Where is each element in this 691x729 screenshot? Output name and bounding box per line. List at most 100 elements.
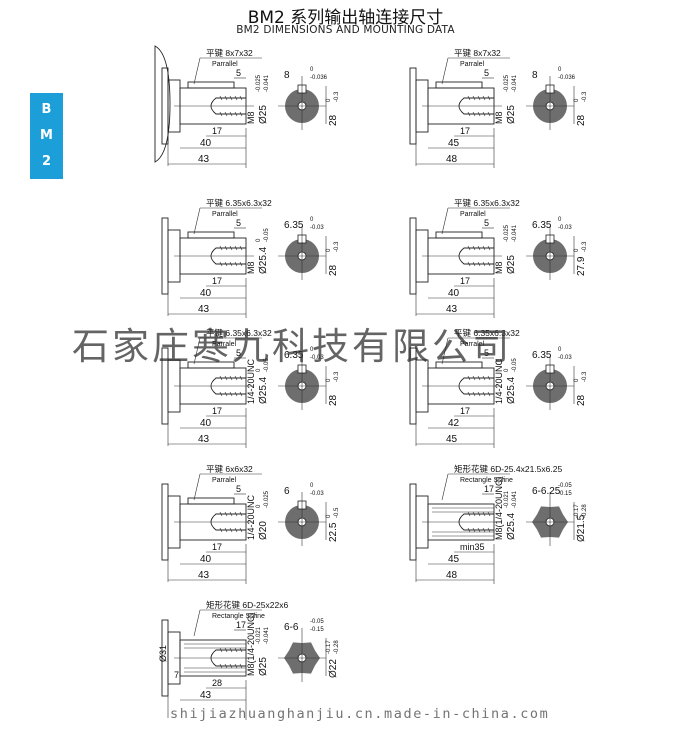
drawing-line	[239, 527, 243, 533]
key-spec-label: 平键 6.35x6.3x32	[206, 328, 272, 338]
mounting-flange	[161, 483, 169, 561]
drawing-line	[219, 663, 223, 669]
diameter-tolerance-top: -0.021	[256, 626, 262, 644]
drawing-line	[487, 375, 491, 381]
drawing-line	[482, 511, 486, 517]
depth-tolerance-top: 0	[326, 378, 332, 382]
diameter-tolerance-bottom: -0.041	[512, 490, 518, 508]
key-type-label: Parrallel	[212, 61, 238, 68]
mounting-flange	[409, 67, 417, 145]
side-tab-letter: M	[40, 128, 53, 143]
drawing-line	[477, 375, 481, 381]
shaft-length-dim: 45	[448, 554, 460, 565]
shaft-diameter-dim: Ø25.4	[506, 376, 517, 404]
drawing-line	[234, 511, 238, 517]
drawing-line	[239, 511, 243, 517]
drawing-line	[234, 245, 238, 251]
thread-hole-label: M8	[246, 261, 256, 274]
shaft-diameter-dim: Ø25.4	[258, 246, 269, 274]
drawing-line	[467, 111, 471, 117]
depth-tolerance-top: -0.17	[326, 640, 332, 654]
drawing-line	[239, 95, 243, 101]
drawing-line	[239, 245, 243, 251]
drawing-line	[467, 391, 471, 397]
thread-depth-dim: min35	[460, 542, 485, 552]
mounting-flange	[161, 67, 169, 145]
drawing-line	[239, 375, 243, 381]
thread-hole-label: M8(1/4-20UNC)	[246, 612, 256, 676]
drawing-line	[224, 663, 228, 669]
thread-hole-label: 1/4-20UNC	[494, 358, 504, 404]
depth-tolerance-top: 0	[326, 98, 332, 102]
shaft-key	[435, 231, 483, 239]
diameter-tolerance-top: -0.025	[504, 74, 510, 92]
width-tolerance-top: 0	[310, 483, 314, 489]
drawing-line	[467, 511, 471, 517]
drawing-line	[239, 111, 243, 117]
overall-length-dim: 45	[446, 434, 458, 445]
shaft-depth-dim: 28	[328, 394, 339, 406]
width-tolerance-bottom: -0.036	[310, 75, 328, 81]
key-offset-dim: 5	[236, 348, 241, 358]
mounting-flange	[409, 217, 417, 295]
overall-length-dim: 43	[198, 570, 210, 581]
drawing-line	[487, 527, 491, 533]
key-width-dim: 6.35	[532, 350, 552, 361]
drawing-line	[229, 527, 233, 533]
diameter-tolerance-bottom: -0.041	[512, 224, 518, 242]
depth-tolerance-top: 0	[326, 248, 332, 252]
diameter-tolerance-bottom: -0.05	[512, 358, 518, 372]
key-spec-label: 平键 6.35x6.3x32	[454, 328, 520, 338]
diameter-tolerance-bottom: -0.041	[264, 626, 270, 644]
drawing-line	[219, 647, 223, 653]
depth-tolerance-bottom: -0.28	[582, 504, 588, 518]
shaft-length-dim: 40	[200, 138, 212, 149]
width-tolerance-top: -0.05	[558, 483, 572, 489]
drawing-line	[482, 391, 486, 397]
small-offset-dim: 7	[174, 670, 179, 680]
drawing-line	[219, 375, 223, 381]
key-offset-dim: 5	[236, 484, 241, 494]
drawing-line	[239, 647, 243, 653]
shaft-length-dim: 45	[448, 138, 460, 149]
key-offset-dim: 5	[236, 68, 241, 78]
depth-tolerance-bottom: -0.3	[334, 91, 340, 102]
key-spec-label: 平键 6.35x6.3x32	[206, 198, 272, 208]
drawing-line	[239, 663, 243, 669]
diameter-tolerance-bottom: -0.041	[264, 74, 270, 92]
key-spec-label: 矩形花键 6D-25.4x21.5x6.25	[454, 464, 562, 474]
key-type-label: Rectangle Spline	[212, 613, 265, 620]
shaft-diameter-dim: Ø25	[506, 105, 517, 124]
diameter-tolerance-bottom: -0.05	[264, 358, 270, 372]
drawing-line	[219, 245, 223, 251]
width-tolerance-top: 0	[558, 347, 562, 353]
key-offset-dim: 17	[236, 620, 246, 630]
drawing-line	[193, 337, 201, 365]
depth-tolerance-top: 0	[326, 514, 332, 518]
thread-depth-dim: 17	[212, 126, 222, 136]
drawing-line	[229, 375, 233, 381]
key-width-dim: 8	[284, 70, 290, 81]
drawing-line	[467, 95, 471, 101]
width-tolerance-bottom: -0.15	[558, 491, 572, 497]
depth-tolerance-bottom: -0.3	[334, 241, 340, 252]
drawing-line	[487, 245, 491, 251]
shaft-diameter-dim: Ø25	[258, 105, 269, 124]
drawing-line	[234, 647, 238, 653]
key-type-label: Rectangle Spline	[460, 477, 513, 484]
key-spec-label: 平键 6x6x32	[206, 464, 253, 474]
shaft-length-dim: 40	[448, 288, 460, 299]
key-width-dim: 6-6.25	[532, 486, 561, 497]
shaft-length-dim: 40	[200, 288, 212, 299]
drawing-line	[477, 511, 481, 517]
key-width-dim: 6.35	[284, 220, 304, 231]
drawing-line	[482, 245, 486, 251]
shaft-length-dim: 40	[200, 418, 212, 429]
drawing-line	[224, 95, 228, 101]
drawing-line	[219, 95, 223, 101]
url-watermark: shijiazhuanghanjiu.cn.made-in-china.com	[170, 706, 550, 722]
drawing-line	[229, 647, 233, 653]
